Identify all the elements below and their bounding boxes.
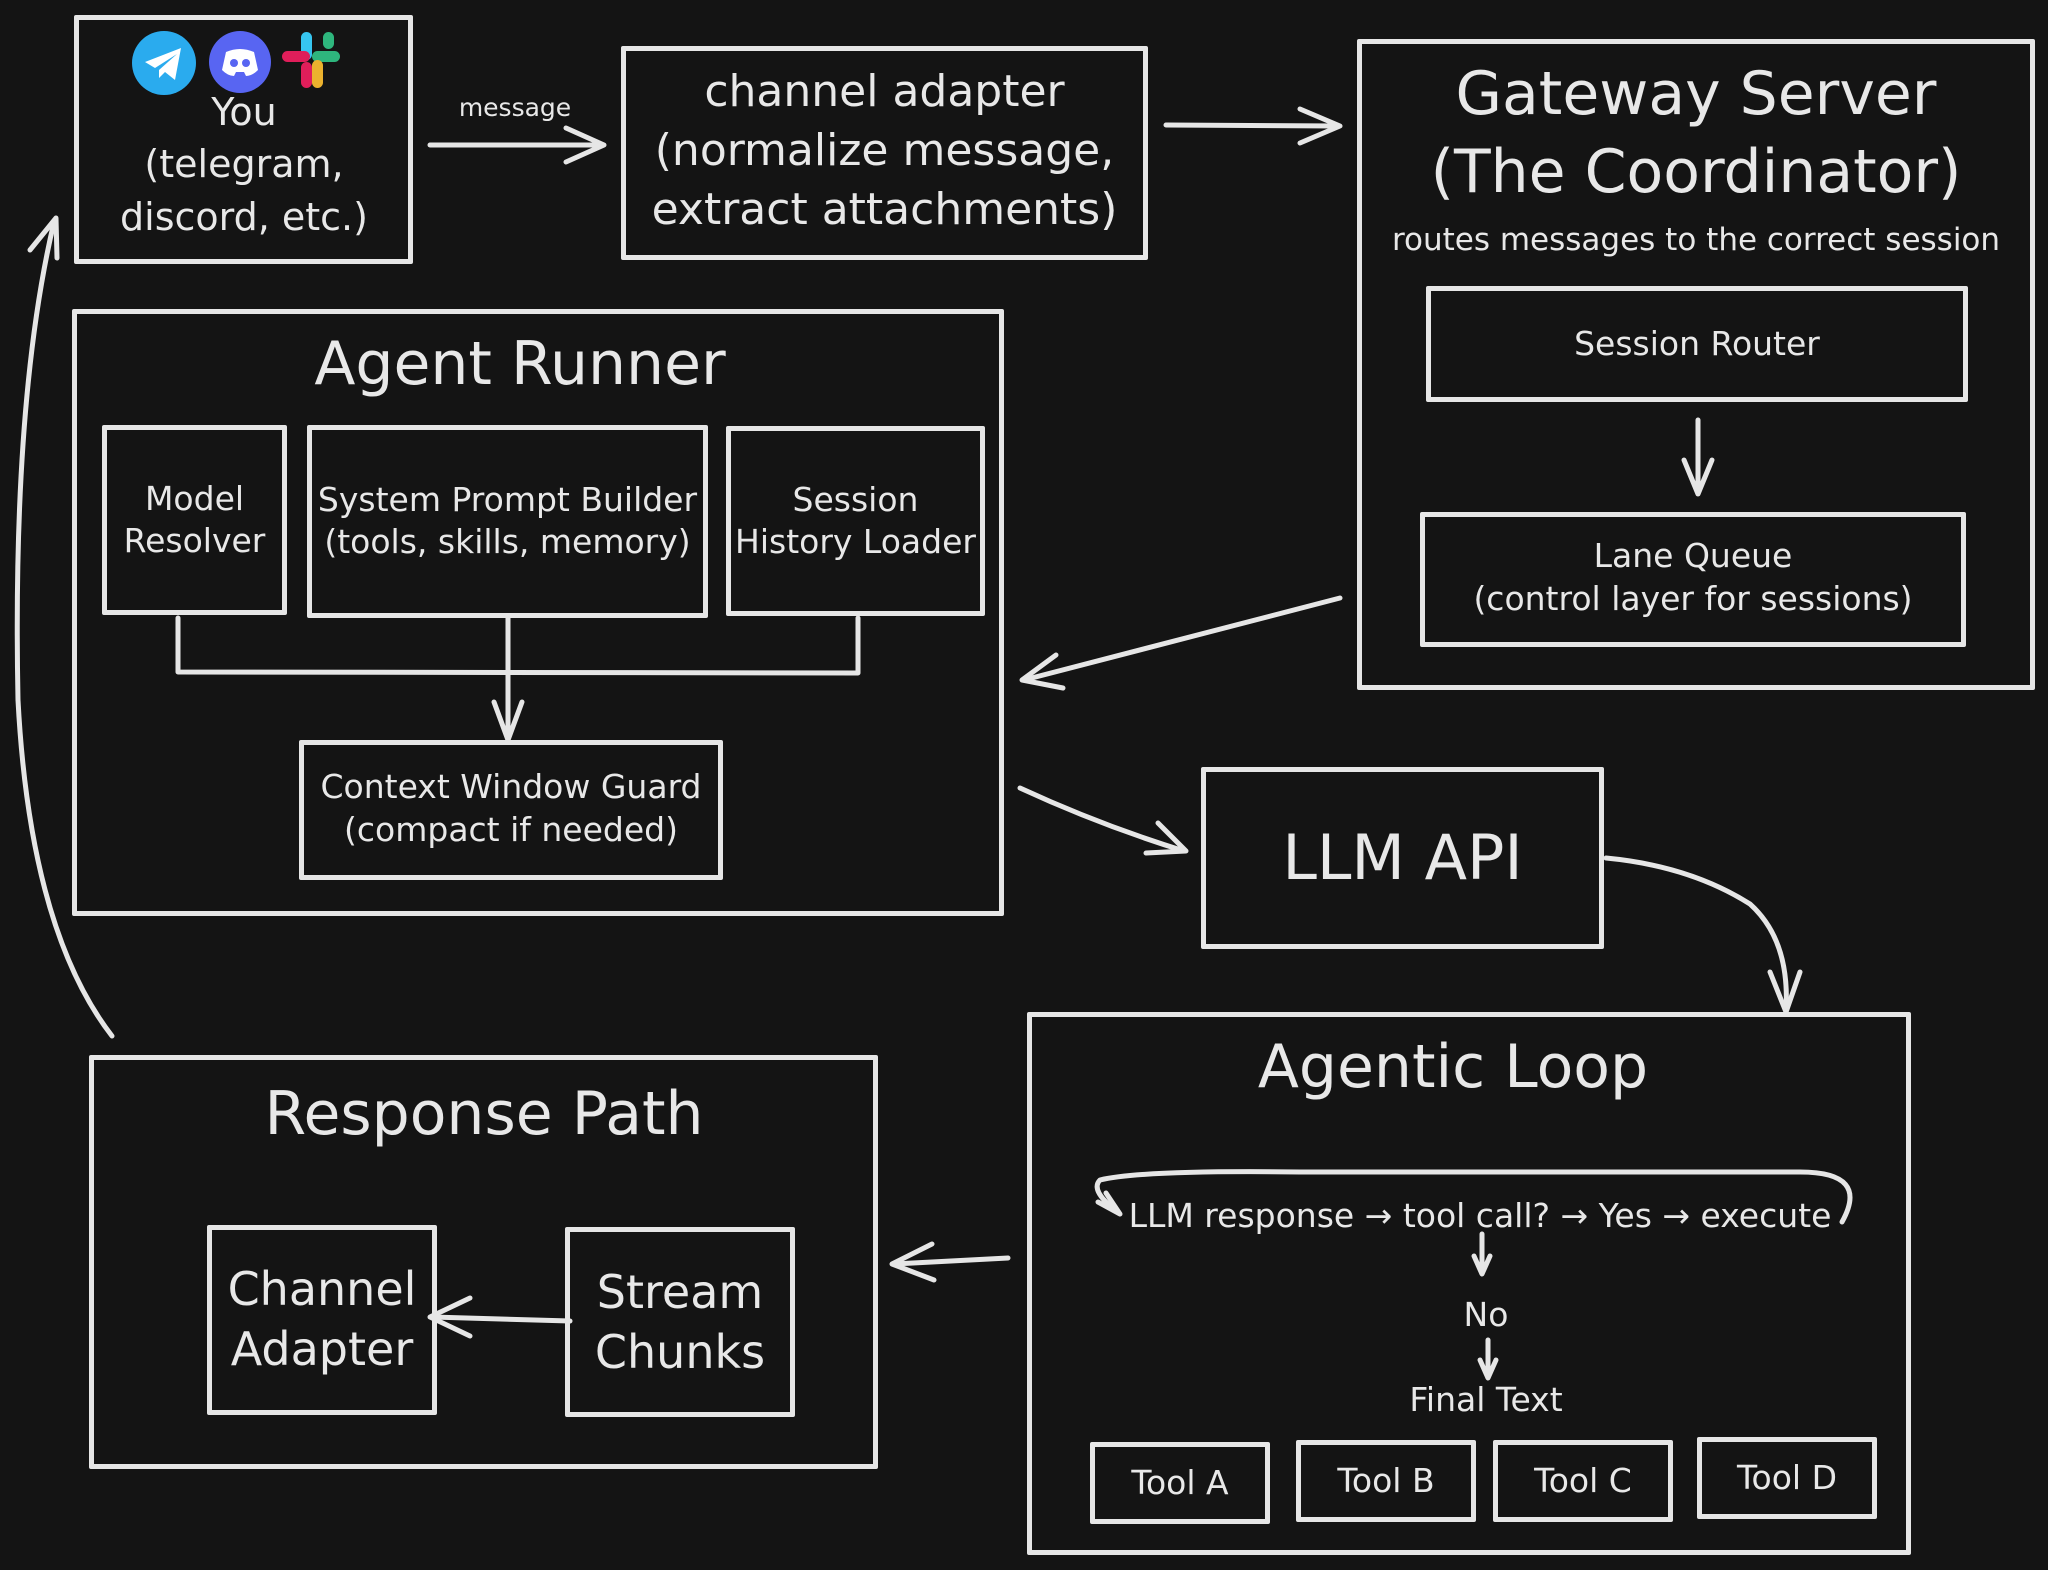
context-window-guard-box [299,740,723,880]
arrow-stream-chunks-to-channel-adapter [429,1314,573,1324]
arrowhead-agent-runner-to-llm-api [1143,820,1189,856]
arrowhead-channel-adapter-to-gateway [1297,106,1343,146]
arrowhead-llm-api-to-agentic-loop [1767,969,1803,1015]
tool-a-label: Tool A [1131,1463,1229,1502]
channel-adapter-inbound-label: channel adapter (normalize message, extr… [651,66,1118,235]
model-resolver-label: Model Resolver [123,479,266,561]
llm-api-label: LLM API [1282,821,1523,894]
user-channels-box [74,15,413,264]
model-resolver-box [102,425,287,615]
response-path-title: Response Path [264,1079,704,1149]
arrow-gateway-to-agent-runner [1021,595,1343,683]
arrowhead-gateway-to-agent-runner [1019,652,1066,691]
tool-b-box [1296,1440,1476,1522]
arrowhead-toolcall-to-no [1471,1253,1493,1277]
session-router-label: Session Router [1574,324,1820,363]
arrowhead-stream-chunks-to-channel-adapter [427,1295,473,1339]
arrow-channel-adapter-to-gateway [1163,122,1341,129]
arrow-agent-runner-to-llm-api [1017,785,1187,854]
gateway-server-subtitle: routes messages to the correct session [1391,222,2001,258]
channel-adapter-inbound-box [621,46,1148,260]
arrowhead-agentic-loop-to-response-path [889,1241,937,1283]
context-window-guard-label: Context Window Guard (compact if needed) [320,767,702,849]
arrowhead-you-to-channel-adapter [563,125,607,165]
agentic-loop-text: LLM response → tool call? → Yes → execut… [1128,1196,1832,1235]
arrowhead-merge-to-context-guard [491,699,525,743]
system-prompt-builder-label: System Prompt Builder (tools, skills, me… [317,480,698,562]
edge-label-message: message [458,93,572,122]
response-path-box [89,1055,878,1469]
arrowhead-response-to-user [27,215,60,261]
agentic-loop-box [1027,1012,1911,1555]
gateway-server-box [1357,39,2035,690]
arrow-agentic-loop-to-response-path [891,1255,1011,1267]
tool-d-box [1697,1437,1877,1519]
tool-b-label: Tool B [1337,1461,1435,1500]
arrowhead-no-to-final [1477,1357,1499,1381]
slack-icon [278,28,344,94]
arrow-llm-api-to-agentic-loop [1603,855,1789,1013]
lane-queue-label: Lane Queue (control layer for sessions) [1473,536,1913,618]
discord-icon [208,30,272,94]
agentic-loop-no: No [1463,1295,1509,1334]
merge-connector [175,615,861,676]
loop-arrowhead [1095,1190,1123,1217]
loop-curve [1094,1169,1853,1225]
llm-api-box [1201,767,1604,949]
lane-queue-box [1420,512,1966,647]
agent-runner-title: Agent Runner [314,329,726,399]
agent-runner-box [72,309,1004,916]
agentic-loop-title: Agentic Loop [1257,1032,1649,1102]
tool-a-box [1090,1442,1270,1524]
user-channels-label: You (telegram, discord, etc.) [120,90,368,239]
session-history-loader-label: Session History Loader [735,480,976,562]
agentic-loop-final-text: Final Text [1409,1380,1563,1419]
gateway-server-title: Gateway Server (The Coordinator) [1430,59,1962,207]
arrow-response-to-user [14,219,115,1039]
session-router-box [1426,286,1968,402]
session-history-loader-box [726,426,985,616]
stream-chunks-label: Stream Chunks [594,1265,766,1379]
telegram-icon [131,30,197,96]
channel-adapter-outbound-label: Channel Adapter [227,1262,417,1376]
tool-c-box [1493,1440,1673,1522]
arrowhead-router-to-lane-queue [1681,457,1715,497]
tool-d-label: Tool D [1737,1458,1837,1497]
tool-c-label: Tool C [1534,1461,1632,1500]
system-prompt-builder-box [307,425,708,618]
